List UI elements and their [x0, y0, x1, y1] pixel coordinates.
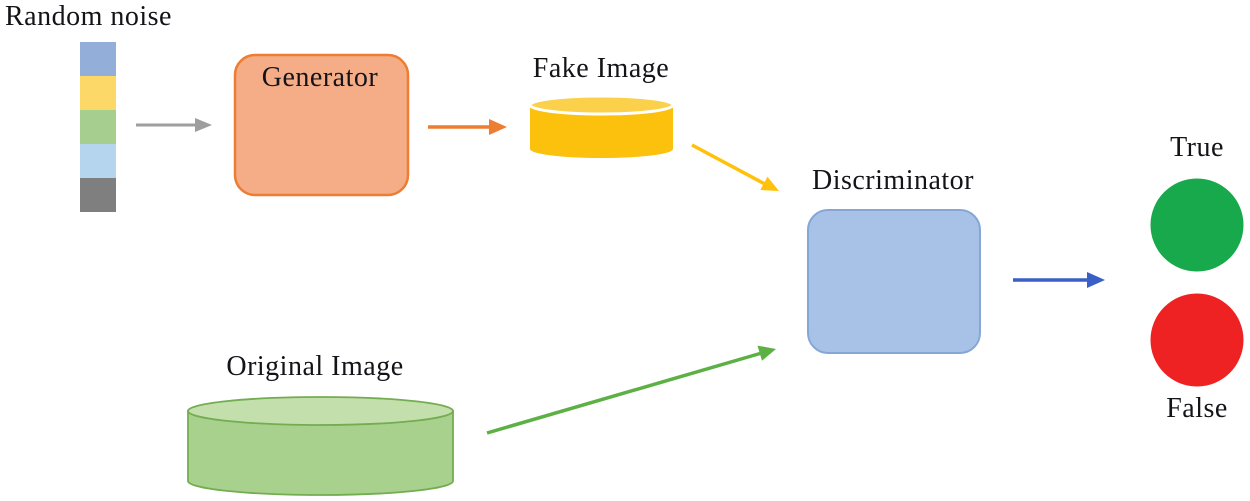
arrow-head [760, 176, 779, 191]
fake-image-label: Fake Image [532, 53, 670, 84]
arrow-head [1087, 272, 1105, 288]
discriminator-box [807, 209, 981, 354]
true-label: True [1170, 132, 1224, 163]
noise-segment-3 [80, 110, 116, 144]
arrow-shaft [486, 351, 761, 435]
original-image-label: Original Image [226, 351, 404, 382]
fake-image-cylinder [528, 94, 675, 158]
random-noise-label: Random noise [5, 1, 172, 32]
arrow-original-image-to-discriminator [486, 345, 776, 435]
arrow-shaft [691, 143, 765, 186]
cylinder-top [528, 94, 675, 116]
arrow-fake-image-to-discriminator [691, 143, 779, 191]
noise-segment-2 [80, 76, 116, 110]
false-label: False [1166, 393, 1228, 424]
arrow-generator-to-fake-image [428, 119, 507, 135]
false-circle [1150, 293, 1244, 387]
arrow-discriminator-to-outputs [1013, 272, 1105, 288]
noise-vector [80, 42, 116, 212]
generator-label: Generator [261, 62, 379, 93]
cylinder-body [187, 410, 454, 496]
arrow-noise-to-generator [136, 118, 212, 132]
arrow-head [757, 345, 776, 361]
cylinder-body [530, 105, 673, 158]
noise-segment-5 [80, 178, 116, 212]
noise-segment-1 [80, 42, 116, 76]
generator-box [233, 53, 410, 197]
original-image-cylinder [187, 396, 454, 496]
discriminator-label: Discriminator [811, 165, 975, 196]
true-circle [1150, 178, 1244, 272]
noise-segment-4 [80, 144, 116, 178]
arrow-head [195, 118, 212, 132]
arrow-head [489, 119, 507, 135]
cylinder-top [187, 396, 454, 426]
